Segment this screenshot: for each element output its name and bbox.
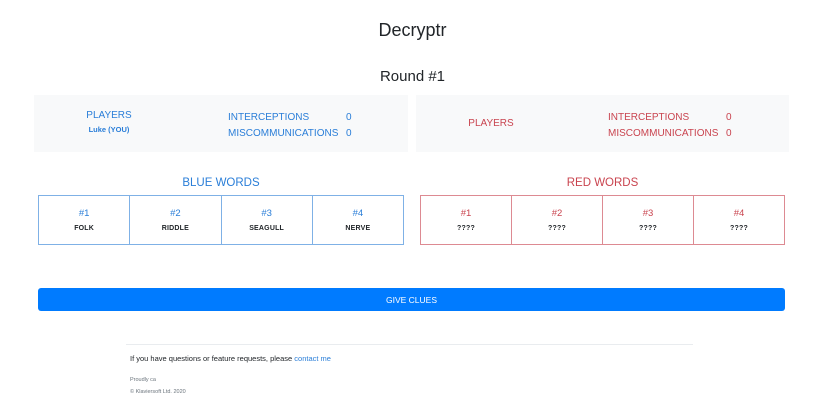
word-text: SEAGULL: [249, 225, 285, 232]
blue-words-grid: #1 FOLK #2 RIDDLE #3 SEAGULL #4 NERVE: [38, 195, 404, 245]
blue-team-panel: PLAYERS Luke (YOU) INTERCEPTIONS 0 MISCO…: [34, 95, 408, 152]
red-word-card: #4 ????: [693, 196, 784, 244]
word-text: ????: [548, 225, 566, 232]
red-team-panel: PLAYERS INTERCEPTIONS 0 MISCOMMUNICATION…: [416, 95, 789, 152]
red-interceptions-row: INTERCEPTIONS 0: [608, 110, 732, 126]
round-title: Round #1: [379, 68, 446, 85]
footer-questions: If you have questions or feature request…: [130, 354, 331, 363]
word-text: ????: [730, 225, 748, 232]
blue-interceptions-value: 0: [346, 112, 352, 123]
footer-divider: [126, 344, 693, 345]
footer-copyright: © Klaviersoft Ltd. 2020: [130, 389, 186, 395]
blue-players-block: PLAYERS Luke (YOU): [34, 93, 184, 150]
word-number: #3: [642, 208, 654, 219]
word-number: #4: [352, 208, 364, 219]
word-number: #4: [733, 208, 745, 219]
blue-word-card: #1 FOLK: [39, 196, 129, 244]
word-text: RIDDLE: [161, 225, 189, 232]
footer-proudly: Proudly ca: [130, 377, 156, 383]
red-word-card: #2 ????: [511, 196, 602, 244]
word-text: ????: [639, 225, 657, 232]
word-number: #1: [460, 208, 472, 219]
red-interceptions-value: 0: [726, 112, 732, 123]
red-interceptions-label: INTERCEPTIONS: [608, 112, 690, 123]
blue-word-card: #4 NERVE: [311, 196, 403, 244]
word-number: #3: [261, 208, 272, 219]
blue-miscommunications-value: 0: [346, 128, 352, 139]
word-number: #1: [78, 208, 90, 219]
contact-me-link[interactable]: contact me: [294, 354, 331, 363]
word-number: #2: [170, 208, 181, 219]
blue-miscommunications-row: MISCOMMUNICATIONS 0: [228, 126, 352, 142]
red-word-card: #3 ????: [602, 196, 693, 244]
red-stats: INTERCEPTIONS 0 MISCOMMUNICATIONS 0: [608, 110, 732, 142]
blue-player-name: Luke (YOU): [88, 124, 130, 134]
blue-interceptions-label: INTERCEPTIONS: [228, 112, 310, 123]
blue-miscommunications-label: MISCOMMUNICATIONS: [228, 128, 339, 139]
blue-word-card: #2 RIDDLE: [129, 196, 220, 244]
red-words-grid: #1 ???? #2 ???? #3 ???? #4 ????: [420, 195, 785, 245]
word-number: #2: [551, 208, 563, 219]
word-text: ????: [457, 225, 475, 232]
red-word-card: #1 ????: [421, 196, 511, 244]
blue-interceptions-row: INTERCEPTIONS 0: [228, 110, 352, 126]
blue-word-card: #3 SEAGULL: [220, 196, 312, 244]
give-clues-button[interactable]: GIVE CLUES: [38, 288, 785, 311]
red-words-title: RED WORDS: [566, 177, 639, 189]
app-title: Decryptr: [378, 20, 447, 40]
red-players-block: PLAYERS: [416, 95, 566, 152]
red-miscommunications-value: 0: [726, 128, 732, 139]
word-text: FOLK: [74, 225, 95, 232]
blue-stats: INTERCEPTIONS 0 MISCOMMUNICATIONS 0: [228, 110, 352, 142]
red-players-label: PLAYERS: [468, 118, 514, 129]
blue-players-label: PLAYERS: [86, 109, 132, 121]
blue-words-title: BLUE WORDS: [182, 177, 260, 189]
footer-questions-text: If you have questions or feature request…: [130, 354, 295, 363]
word-text: NERVE: [345, 225, 371, 232]
red-miscommunications-label: MISCOMMUNICATIONS: [608, 128, 719, 139]
red-miscommunications-row: MISCOMMUNICATIONS 0: [608, 126, 732, 142]
